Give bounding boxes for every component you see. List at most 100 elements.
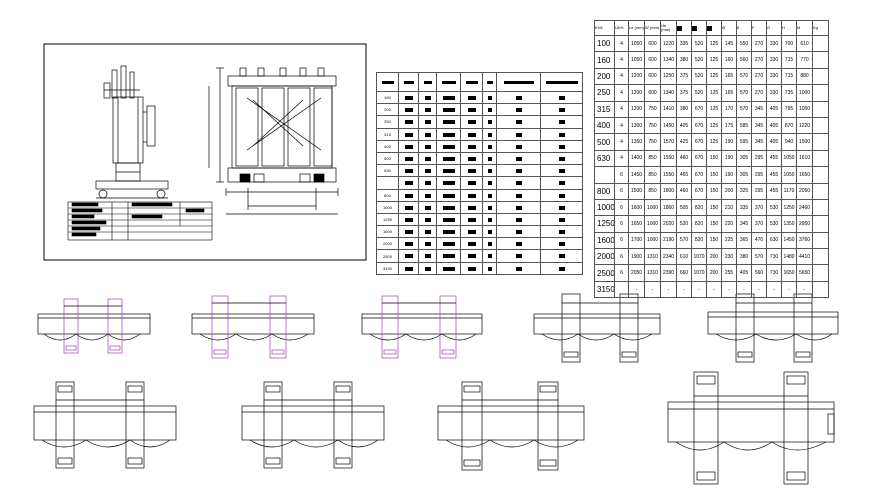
mid-cell: [496, 200, 541, 214]
spec-cell: 1310: [644, 264, 661, 282]
spec-cell: 1410: [660, 100, 677, 118]
spec-cell: 850: [644, 182, 661, 200]
mid-cell: [418, 261, 437, 275]
cell-glyph: [404, 242, 413, 247]
spec-cell: 550: [736, 34, 752, 53]
spec-cell: 570: [751, 248, 767, 266]
mid-cell: [418, 237, 437, 251]
mid-cell: [460, 249, 483, 263]
mid-cell: [460, 225, 483, 239]
mid-kva-cell: 250: [376, 115, 399, 129]
spec-cell: 670: [691, 133, 707, 151]
cell-glyph: [487, 254, 492, 259]
mid-cell: [418, 103, 437, 117]
mid-cell: [482, 103, 497, 117]
cell-glyph: [424, 144, 431, 149]
spec-cell: 520: [691, 84, 707, 102]
mid-cell: [460, 103, 483, 117]
spec-cell: 345: [736, 215, 752, 233]
spec-cell: 465: [676, 166, 692, 184]
cell-glyph: [442, 193, 455, 198]
cell-glyph: [558, 193, 565, 198]
cell-glyph: [442, 230, 455, 235]
mid-kva-cell: 200: [376, 103, 399, 117]
spec-cell: -: [721, 280, 737, 299]
spec-cell: 630: [766, 231, 782, 250]
spec-cell: 330: [766, 34, 782, 53]
spec-cell: 460: [676, 182, 692, 200]
mid-cell: [436, 151, 461, 166]
spec-cell: 750: [644, 100, 661, 118]
spec-cell: 1220: [796, 116, 813, 135]
spec-cell: 770: [796, 51, 813, 69]
spec-cell: 150: [706, 231, 722, 250]
cell-glyph: [424, 169, 431, 174]
spec-kva-cell: 1600: [594, 231, 615, 250]
mid-cell: [436, 164, 461, 178]
spec-header-cell: M: [796, 20, 813, 36]
mid-cell: [398, 261, 419, 275]
spec-header-cell: Le (mm): [628, 20, 645, 36]
spec-cell: 405: [766, 133, 782, 151]
mid-cell: [540, 127, 583, 141]
mid-cell: [418, 188, 437, 202]
mid-cell: [540, 103, 583, 117]
spec-cell: 1200: [628, 100, 645, 118]
spec-cell: 1170: [781, 182, 797, 200]
cell-glyph: [442, 108, 455, 113]
cell-glyph: [424, 217, 431, 222]
mid-cell: [418, 200, 437, 214]
spec-cell: 150: [706, 198, 722, 217]
cell-glyph: [487, 266, 492, 271]
spec-cell: 345: [751, 116, 767, 135]
spec-cell: 6: [614, 248, 629, 266]
mid-header-cell: [376, 72, 399, 92]
spec-cell: 1250: [781, 198, 797, 217]
spec-cell: 670: [691, 116, 707, 135]
cell-glyph: [487, 144, 492, 149]
mid-cell: [460, 115, 483, 129]
cell-glyph: [404, 156, 413, 161]
spec-cell: 530: [766, 198, 782, 217]
mid-cell: [460, 261, 483, 275]
spec-cell: 1200: [628, 67, 645, 86]
spec-kva-cell: 630: [594, 149, 615, 168]
mid-row: 2500: [376, 249, 583, 263]
cell-glyph: [558, 181, 565, 186]
spec-cell: 585: [736, 116, 752, 135]
cell-glyph: [487, 108, 492, 113]
spec-cell: 345: [751, 133, 767, 151]
spec-cell: 165: [721, 67, 737, 86]
spec-cell: 1800: [660, 182, 677, 200]
spec-cell: 455: [766, 166, 782, 184]
spec-cell: 6: [614, 231, 629, 250]
spec-cell: 1610: [796, 149, 813, 168]
mid-row: 250: [376, 115, 583, 129]
cell-glyph: [404, 108, 413, 113]
spec-cell: 225: [721, 231, 737, 250]
spec-cell: 270: [751, 84, 767, 102]
mid-cell: [436, 212, 461, 227]
cell-glyph: [515, 169, 522, 174]
spec-cell: 940: [781, 133, 797, 151]
mid-kva-cell: 2000: [376, 237, 399, 251]
spec-cell: 2340: [660, 248, 677, 266]
spec-cell: 4: [614, 84, 629, 102]
cell-glyph: [404, 193, 413, 198]
spec-cell: 1650: [796, 166, 813, 184]
cell-glyph: [558, 266, 565, 271]
spec-cell: 270: [751, 51, 767, 69]
spec-cell: 150: [706, 166, 722, 184]
spec-cell: 4: [614, 34, 629, 53]
mid-cell: [398, 127, 419, 141]
spec-cell: 1570: [660, 133, 677, 151]
header-glyph: [692, 25, 697, 31]
spec-cell: 1450: [660, 116, 677, 135]
mid-cell: [436, 103, 461, 117]
mid-cell: [482, 90, 497, 105]
cell-glyph: [404, 254, 413, 259]
cell-glyph: [515, 217, 522, 222]
spec-cell: [812, 51, 829, 69]
spec-cell: 200: [706, 264, 722, 282]
